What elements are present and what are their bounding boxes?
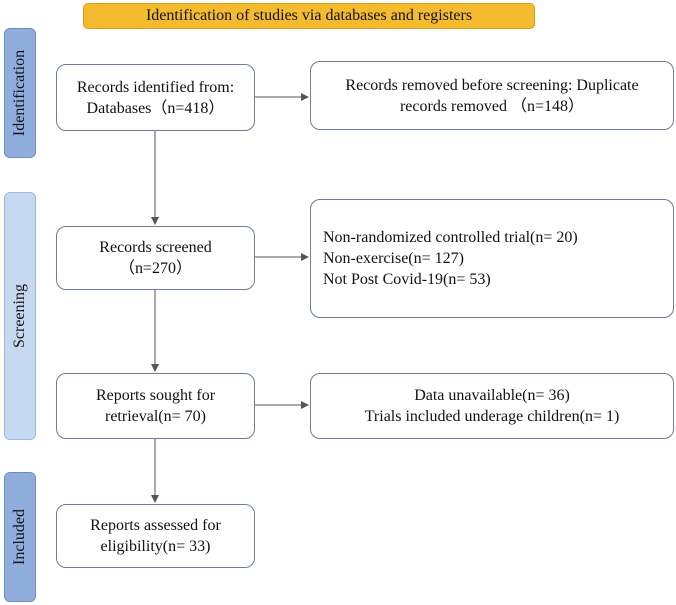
diagram-title: Identification of studies via databases …	[145, 7, 473, 24]
records-screened-line1: Records screened	[99, 239, 212, 256]
records-identified-line2: Databases（n=418）	[86, 99, 225, 117]
excluded-non-rct: Non-randomized controlled trial(n= 20)	[323, 229, 578, 246]
reports-sought-line1: Reports sought for	[95, 387, 216, 404]
excluded-non-exercise: Non-exercise(n= 127)	[323, 250, 464, 267]
data-unavailable-text: Data unavailable(n= 36)	[414, 387, 570, 404]
reports-not-retrieved-box: Data unavailable(n= 36) Trials included …	[310, 373, 674, 439]
records-identified-box: Records identified from: Databases（n=418…	[56, 64, 255, 131]
reports-assessed-line2: eligibility(n= 33)	[100, 538, 211, 555]
reports-assessed-line1: Reports assessed for	[90, 517, 221, 534]
reports-sought-line2: retrieval(n= 70)	[105, 408, 206, 425]
records-identified-line1: Records identified from:	[76, 78, 235, 96]
reports-assessed-box: Reports assessed for eligibility(n= 33)	[56, 504, 255, 568]
records-removed-line2: records removed （n=148）	[399, 97, 585, 115]
records-screened-box: Records screened （n=270）	[56, 226, 255, 290]
records-screened-line2: （n=270）	[118, 260, 193, 277]
diagram-title-banner: Identification of studies via databases …	[83, 3, 535, 29]
excluded-not-post-covid: Not Post Covid-19(n= 53)	[323, 271, 491, 288]
phase-label-included: Included	[4, 472, 36, 602]
phase-label-identification: Identification	[4, 28, 36, 158]
reports-sought-box: Reports sought for retrieval(n= 70)	[56, 373, 255, 439]
records-removed-box: Records removed before screening: Duplic…	[310, 61, 674, 130]
phase-label-screening: Screening	[4, 192, 36, 440]
underage-children-text: Trials included underage children(n= 1)	[364, 408, 620, 425]
excluded-screening-box: Non-randomized controlled trial(n= 20) N…	[310, 199, 674, 318]
records-removed-line1: Records removed before screening: Duplic…	[345, 76, 639, 94]
